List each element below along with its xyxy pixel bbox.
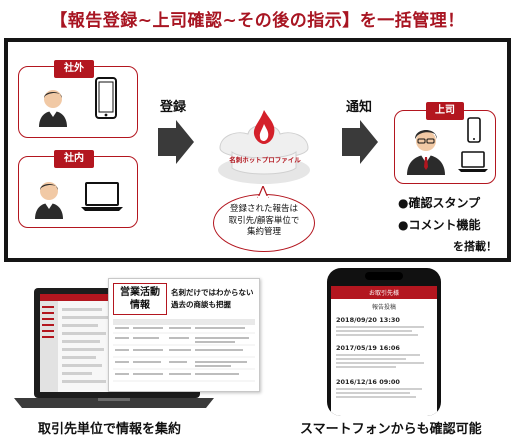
cloud-brand-label: 名刺ホットプロファイル	[229, 156, 301, 164]
banner-title: 【報告登録~上司確認~その後の指示】を一括管理！	[50, 11, 465, 31]
notify-label: 通知	[346, 100, 373, 115]
entry-date: 2016/12/16 09:00	[336, 378, 400, 386]
phone-entry: 2016/12/16 09:00	[336, 378, 434, 398]
popup-note-line: 過去の商談も把握	[171, 300, 231, 309]
feature-suffix: を搭載！	[453, 240, 497, 253]
popup-note-line: 名刺だけではわからない	[171, 288, 254, 297]
entry-date: 2018/09/20 13:30	[336, 316, 400, 324]
phone-header-bar: お取引先様	[331, 286, 437, 299]
feature-comment: ●コメント機能	[398, 218, 481, 232]
left-caption: 取引先単位で情報を集約	[38, 422, 182, 437]
register-label: 登録	[160, 100, 187, 115]
laptop-icon	[81, 182, 123, 211]
popup-title-line: 情報	[130, 300, 150, 311]
callout-line: 取引先/顧客単位で	[228, 215, 300, 226]
callout-line: 集約管理	[246, 227, 281, 237]
outside-box	[18, 66, 138, 138]
cloud-service-icon	[218, 110, 310, 184]
popup-table	[113, 319, 255, 382]
workflow-diagram: 社外 社内 登録 名刺ホットプロファイル 登録された報告は 取引先/顧客単位で …	[4, 38, 511, 262]
smartphone-icon	[95, 77, 117, 119]
popup-title-line: 営業活動	[120, 287, 160, 298]
smartphone-icon	[467, 117, 481, 143]
person-icon	[35, 182, 63, 219]
activity-popup: 営業活動 情報 名刺だけではわからない 過去の商談も把握	[108, 278, 260, 392]
phone-notch	[365, 272, 403, 280]
entry-date: 2017/05/19 16:06	[336, 344, 400, 352]
inside-box	[18, 156, 138, 228]
banner: 【報告登録~上司確認~その後の指示】を一括管理！	[0, 0, 515, 36]
callout-pointer	[257, 186, 269, 198]
boss-tag: 上司	[426, 102, 464, 120]
right-caption: スマートフォンからも確認可能	[300, 422, 482, 437]
laptop-icon	[458, 151, 488, 172]
feature-confirm-stamp: ●確認スタンプ	[398, 196, 481, 210]
callout-line: 登録された報告は	[229, 204, 298, 214]
storage-callout: 登録された報告は 取引先/顧客単位で 集約管理	[213, 194, 315, 252]
outside-tag: 社外	[54, 60, 94, 78]
manager-icon	[407, 130, 445, 175]
person-icon	[39, 90, 67, 127]
inside-tag: 社内	[54, 150, 94, 168]
phone-header-title: お取引先様	[368, 290, 399, 297]
register-arrow-icon	[158, 120, 194, 164]
phone-screen: お取引先様 報告投稿 2018/09/20 13:30 2017/05/19 1…	[331, 286, 437, 416]
phone-entry: 2018/09/20 13:30	[336, 316, 434, 336]
phone-entry: 2017/05/19 16:06	[336, 344, 434, 368]
smartphone-screenshot: お取引先様 報告投稿 2018/09/20 13:30 2017/05/19 1…	[327, 268, 441, 416]
popup-title-box: 営業活動 情報	[113, 283, 167, 315]
notify-arrow-icon	[342, 120, 378, 164]
phone-section-title: 報告投稿	[371, 304, 396, 311]
boss-box	[394, 110, 496, 184]
